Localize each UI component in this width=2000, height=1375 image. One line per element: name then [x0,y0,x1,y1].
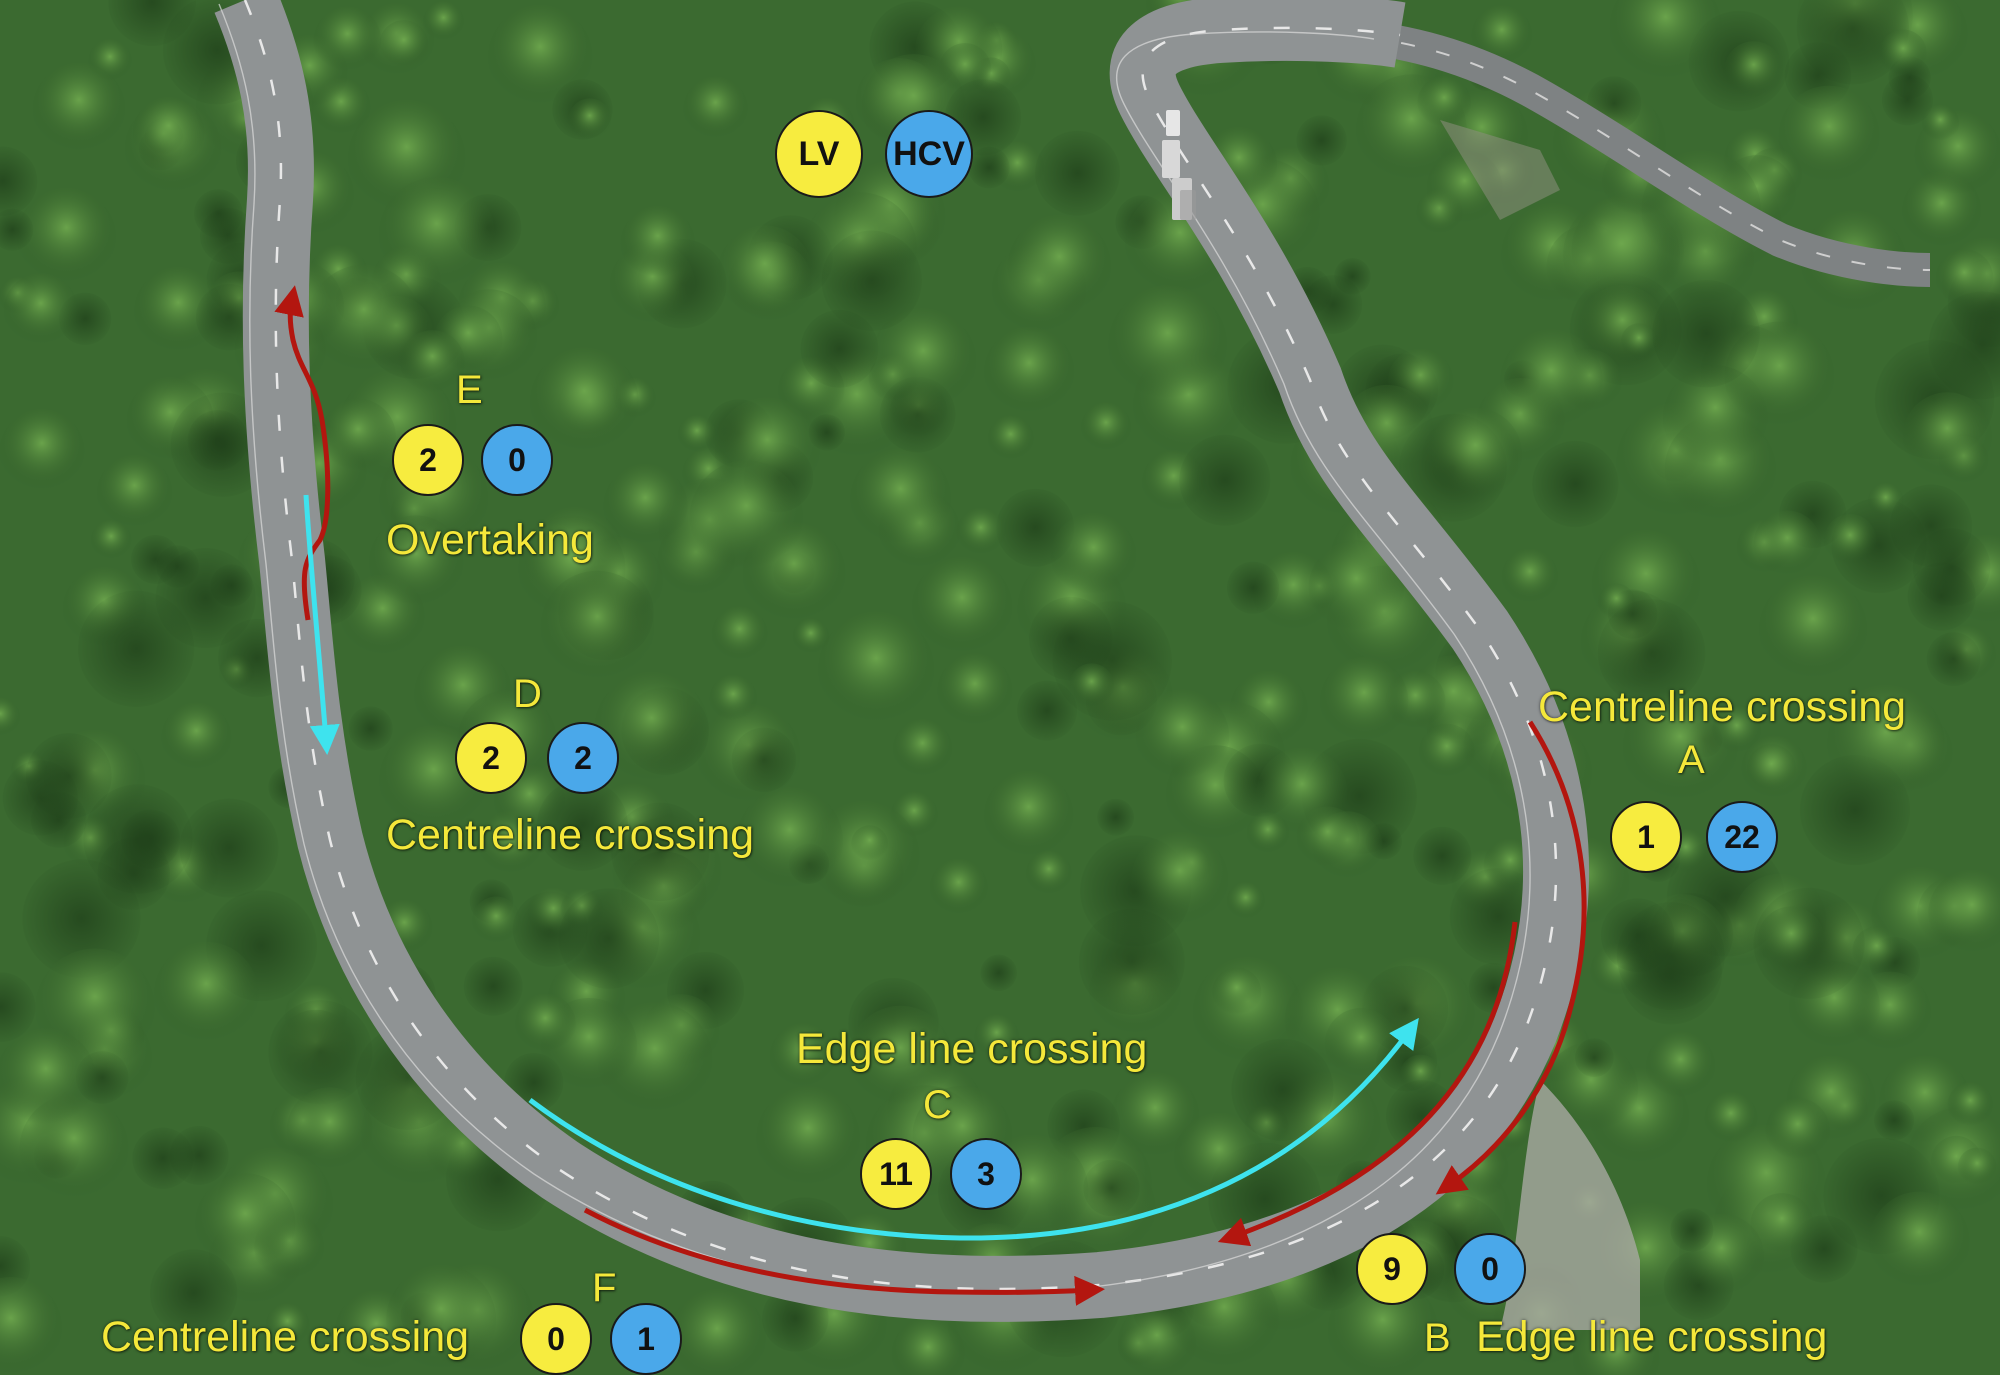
zone-d-caption: Centreline crossing [386,811,755,859]
zone-a-caption: Centreline crossing [1538,683,1907,731]
zone-c-caption: Edge line crossing [796,1025,1148,1073]
red-arrow-centreline-f [583,1207,1105,1306]
zone-c-letter: C [923,1083,952,1127]
zone-c-hcv-count: 3 [950,1138,1022,1210]
zone-f-lv-count: 0 [520,1303,592,1375]
cyan-arrow-edgeline-c [528,1017,1419,1241]
zone-e-lv-count: 2 [392,424,464,496]
cyan-arrow-overtaking [303,494,340,755]
zone-e-hcv-count: 0 [481,424,553,496]
legend-hcv-badge: HCV [885,110,973,198]
red-arrow-edgeline-b [1217,921,1518,1247]
zone-e-caption: Overtaking [386,516,594,564]
zone-f-hcv-count: 1 [610,1303,682,1375]
legend-lv-badge: LV [775,110,863,198]
zone-b-caption: Edge line crossing [1476,1313,1828,1361]
zone-d-lv-count: 2 [455,722,527,794]
annotation-arrows [274,285,1587,1306]
zone-a-hcv-count: 22 [1706,801,1778,873]
zone-f-caption: Centreline crossing [101,1313,470,1361]
trucks [1162,110,1196,220]
zone-b-hcv-count: 0 [1454,1233,1526,1305]
zone-a-letter: A [1678,738,1705,782]
zone-f-letter: F [592,1266,617,1310]
zone-b-lv-count: 9 [1356,1233,1428,1305]
zone-c-lv-count: 11 [860,1138,932,1210]
zone-d-letter: D [513,672,542,716]
zone-b-letter: B [1424,1316,1451,1360]
zone-a-lv-count: 1 [1610,801,1682,873]
red-arrow-centreline-a [1435,720,1587,1195]
zone-e-letter: E [456,368,483,412]
zone-d-hcv-count: 2 [547,722,619,794]
